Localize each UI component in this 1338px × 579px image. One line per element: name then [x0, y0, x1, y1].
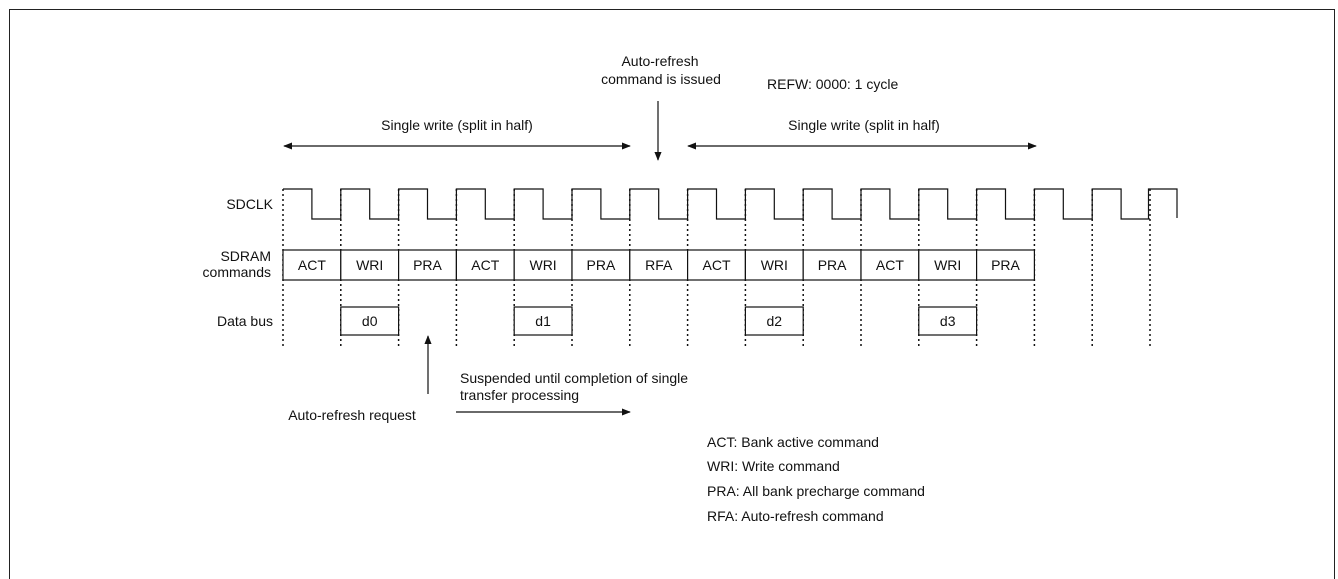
- data-label: d1: [535, 313, 551, 329]
- command-label: WRI: [934, 257, 961, 273]
- legend-wri: WRI: Write command: [707, 458, 840, 474]
- command-label: WRI: [529, 257, 556, 273]
- legend-rfa: RFA: Auto-refresh command: [707, 508, 884, 524]
- command-label: ACT: [471, 257, 499, 273]
- command-label: ACT: [876, 257, 904, 273]
- data-bus-row: d0 d1 d2 d3: [340, 306, 978, 336]
- single-write-right-label: Single write (split in half): [788, 117, 940, 133]
- command-box: [975, 249, 1035, 281]
- command-label: WRI: [761, 257, 788, 273]
- sdclk-label: SDCLK: [226, 196, 273, 212]
- data-box: [513, 306, 573, 336]
- auto-refresh-issued-line1: Auto-refresh: [621, 53, 698, 69]
- command-label: ACT: [298, 257, 326, 273]
- legend-act: ACT: Bank active command: [707, 434, 879, 450]
- data-label: d2: [767, 313, 783, 329]
- command-label: ACT: [703, 257, 731, 273]
- data-bus-label: Data bus: [217, 313, 273, 329]
- sdram-command-row: ACT WRI PRA ACT WRI PRA RFA ACT WRI PRA ACT WRI PRA: [282, 249, 1035, 281]
- data-box: [744, 306, 804, 336]
- sdram-commands-label-line1: SDRAM: [220, 248, 271, 264]
- command-box: [686, 249, 746, 281]
- refw-label: REFW: 0000: 1 cycle: [767, 76, 898, 92]
- auto-refresh-issued-line2: command is issued: [601, 71, 721, 87]
- command-label: WRI: [356, 257, 383, 273]
- command-box: [455, 249, 515, 281]
- command-label: PRA: [818, 257, 847, 273]
- suspended-label-line1: Suspended until completion of single: [460, 370, 688, 386]
- command-label: PRA: [413, 257, 442, 273]
- command-box: [802, 249, 862, 281]
- data-box: [340, 306, 400, 336]
- command-label: PRA: [587, 257, 616, 273]
- legend: ACT: Bank active command WRI: Write comm…: [707, 434, 925, 524]
- sdram-commands-label-line2: commands: [203, 264, 271, 280]
- command-box: [571, 249, 631, 281]
- data-label: d0: [362, 313, 378, 329]
- sdclk-waveform: [283, 188, 1178, 220]
- command-label: RFA: [645, 257, 673, 273]
- command-box: [918, 249, 978, 281]
- suspended-label-line2: transfer processing: [460, 387, 579, 403]
- command-box: [340, 249, 400, 281]
- data-label: d3: [940, 313, 956, 329]
- command-label: PRA: [991, 257, 1020, 273]
- auto-refresh-request-label: Auto-refresh request: [288, 407, 416, 423]
- legend-pra: PRA: All bank precharge command: [707, 483, 925, 499]
- diagram-frame: [9, 9, 1335, 579]
- single-write-left-label: Single write (split in half): [381, 117, 533, 133]
- data-box: [918, 306, 978, 336]
